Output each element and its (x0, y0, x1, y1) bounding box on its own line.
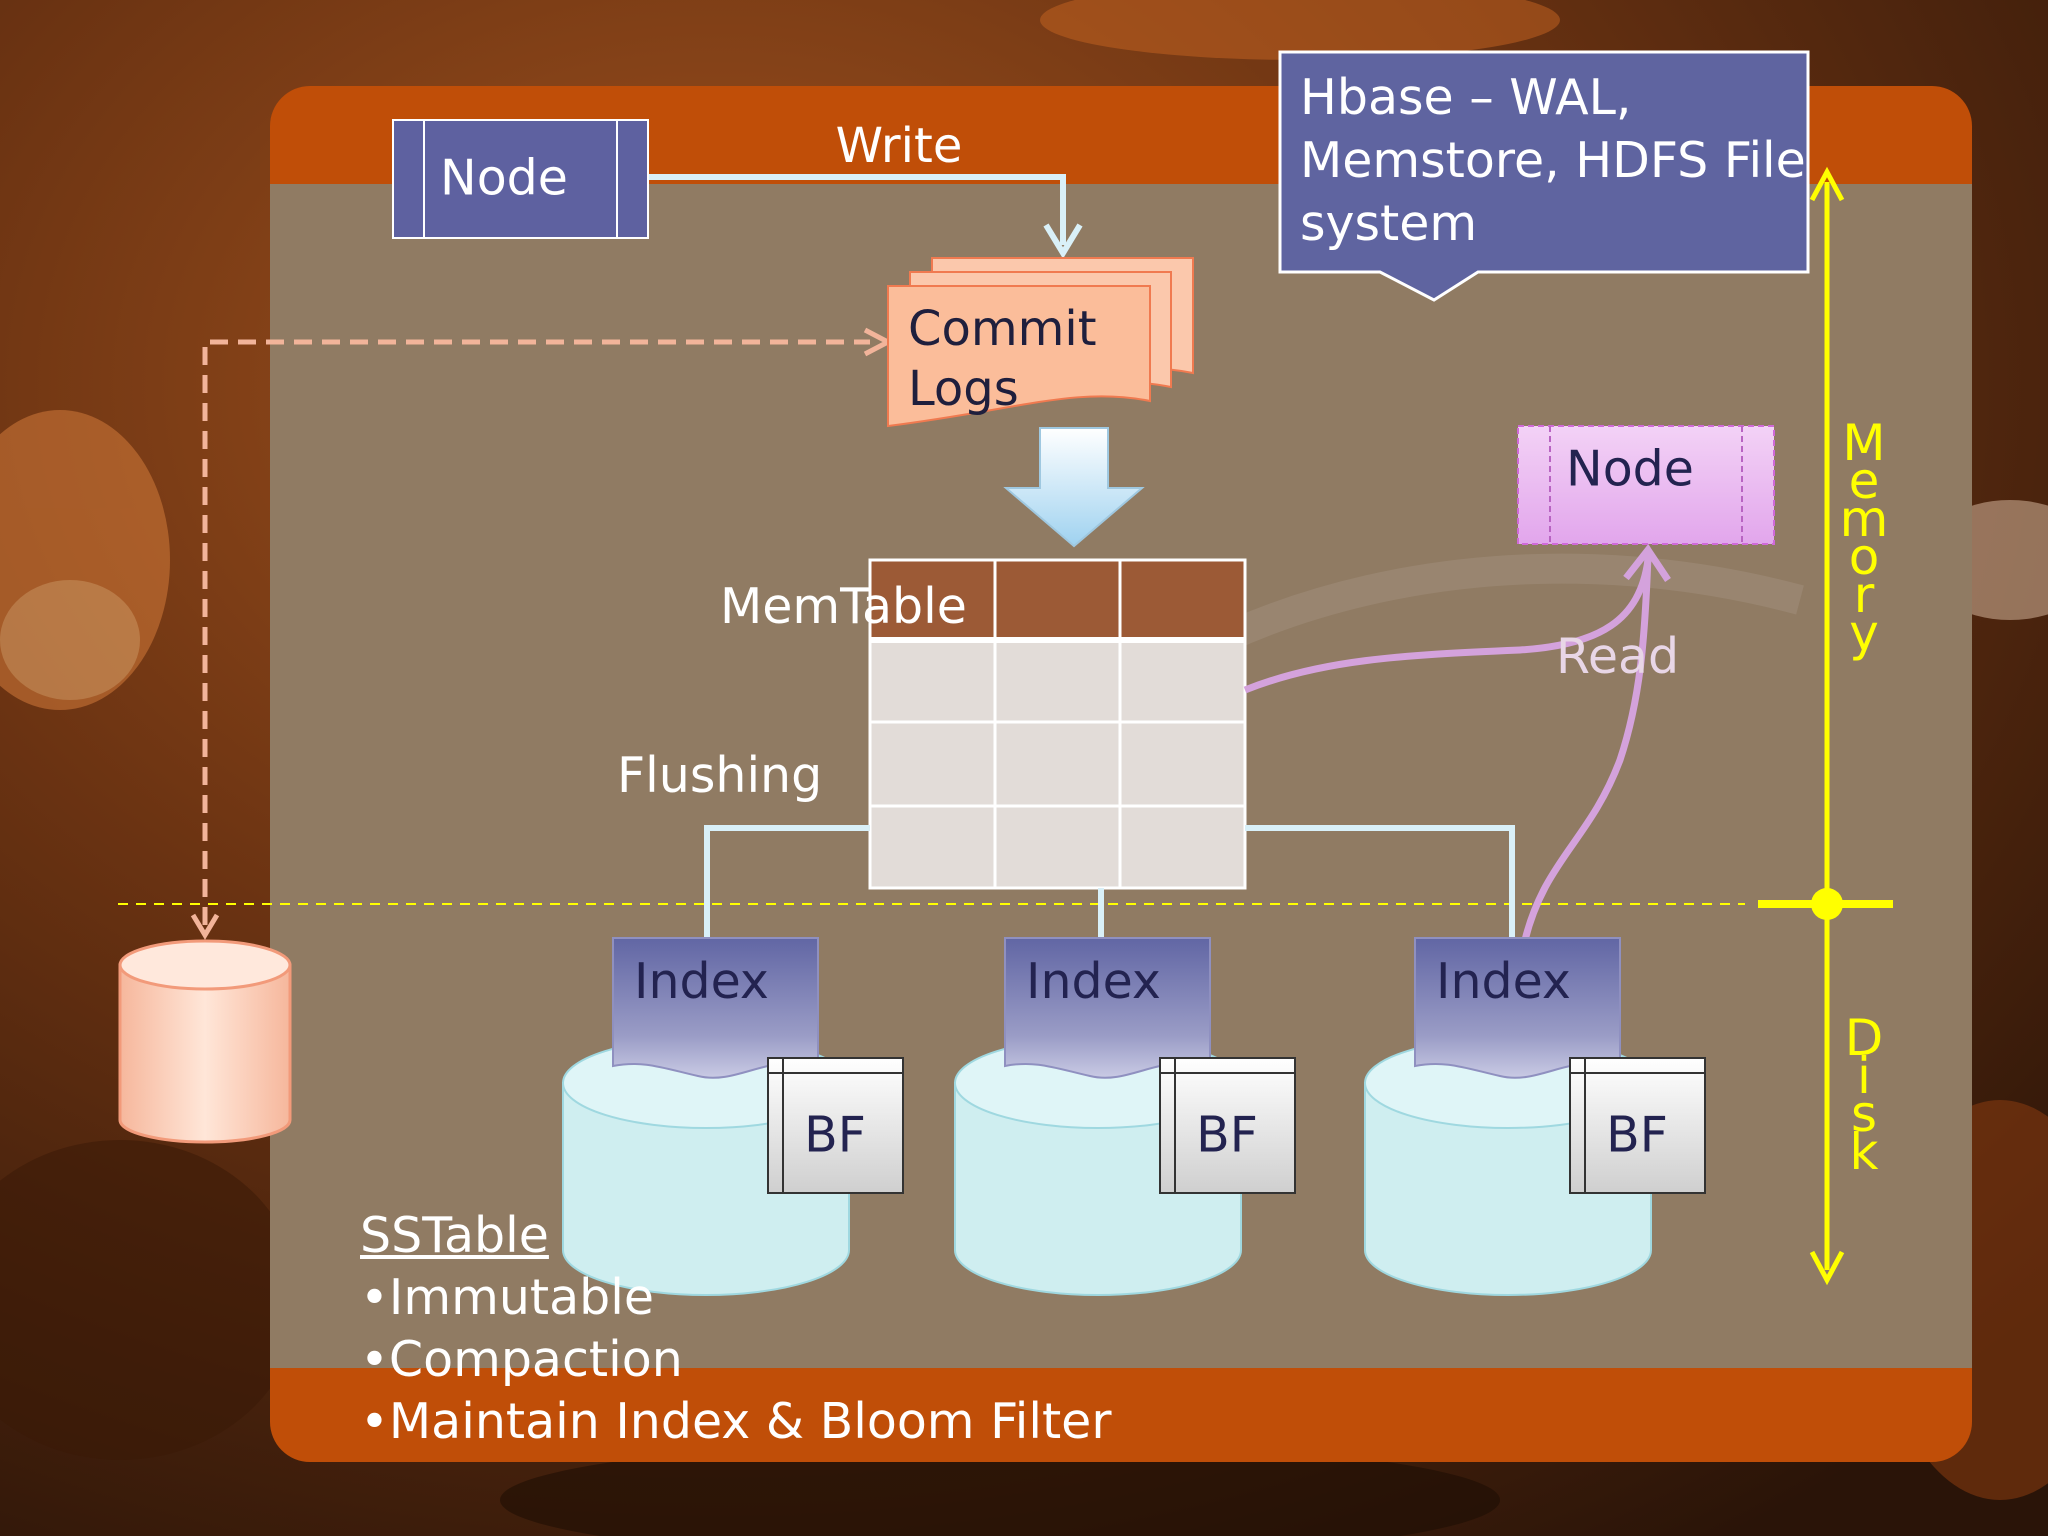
writer-node: Node (392, 119, 649, 239)
memtable-label: MemTable (720, 578, 967, 635)
read-label: Read (1556, 628, 1679, 685)
commit-logs-line1: Commit (908, 301, 1097, 357)
write-arrow (648, 174, 1066, 245)
reader-node: Node (1517, 425, 1775, 545)
commit-to-memtable-arrow (1003, 427, 1145, 548)
flush-lines (704, 825, 1515, 940)
read-arrowhead (1623, 544, 1671, 582)
memtable (868, 558, 1247, 890)
read-arrow-from-sstable (1521, 554, 1652, 941)
sstable-2-bf-label: BF (1196, 1107, 1258, 1164)
log-storage-cylinder (118, 939, 292, 1144)
sstable-1-index-label: Index (634, 953, 769, 1010)
sstable-notes-heading: SSTable (360, 1207, 549, 1264)
write-arrowhead (1043, 223, 1083, 259)
writer-node-label: Node (440, 150, 568, 207)
sstable-note-immutable: •Immutable (360, 1269, 654, 1326)
write-label: Write (836, 118, 963, 174)
title-line-2: Memstore, HDFS File (1300, 132, 1806, 189)
sstable-3: Index BF (1364, 937, 1706, 1296)
sstable-note-compaction: •Compaction (360, 1331, 683, 1388)
commit-logs-document: Commit Logs (887, 257, 1194, 428)
title-callout (1278, 50, 1810, 302)
tier-axis-node (1811, 888, 1843, 920)
sstable-2-index-label: Index (1026, 953, 1161, 1010)
sstable-3-bf-label: BF (1606, 1107, 1668, 1164)
title-callout-text: Hbase – WAL, Memstore, HDFS File system (1300, 66, 1806, 255)
commit-logs-line2: Logs (908, 361, 1019, 417)
sstable-3-index-label: Index (1436, 953, 1571, 1010)
read-arrow-from-memtable (1243, 559, 1652, 694)
recovery-arrowhead-bottom (190, 913, 220, 940)
title-line-3: system (1300, 195, 1478, 252)
flushing-label: Flushing (617, 747, 822, 804)
sstable-1-bf-label: BF (804, 1107, 866, 1164)
sstable-2: Index BF (954, 937, 1296, 1296)
sstable-1: Index BF (562, 937, 904, 1296)
sstable-notes: SSTable •Immutable •Compaction •Maintain… (360, 1205, 1111, 1453)
sstable-note-index-bloom: •Maintain Index & Bloom Filter (360, 1393, 1112, 1450)
reader-node-label: Node (1566, 441, 1694, 498)
title-line-1: Hbase – WAL, (1300, 69, 1632, 126)
